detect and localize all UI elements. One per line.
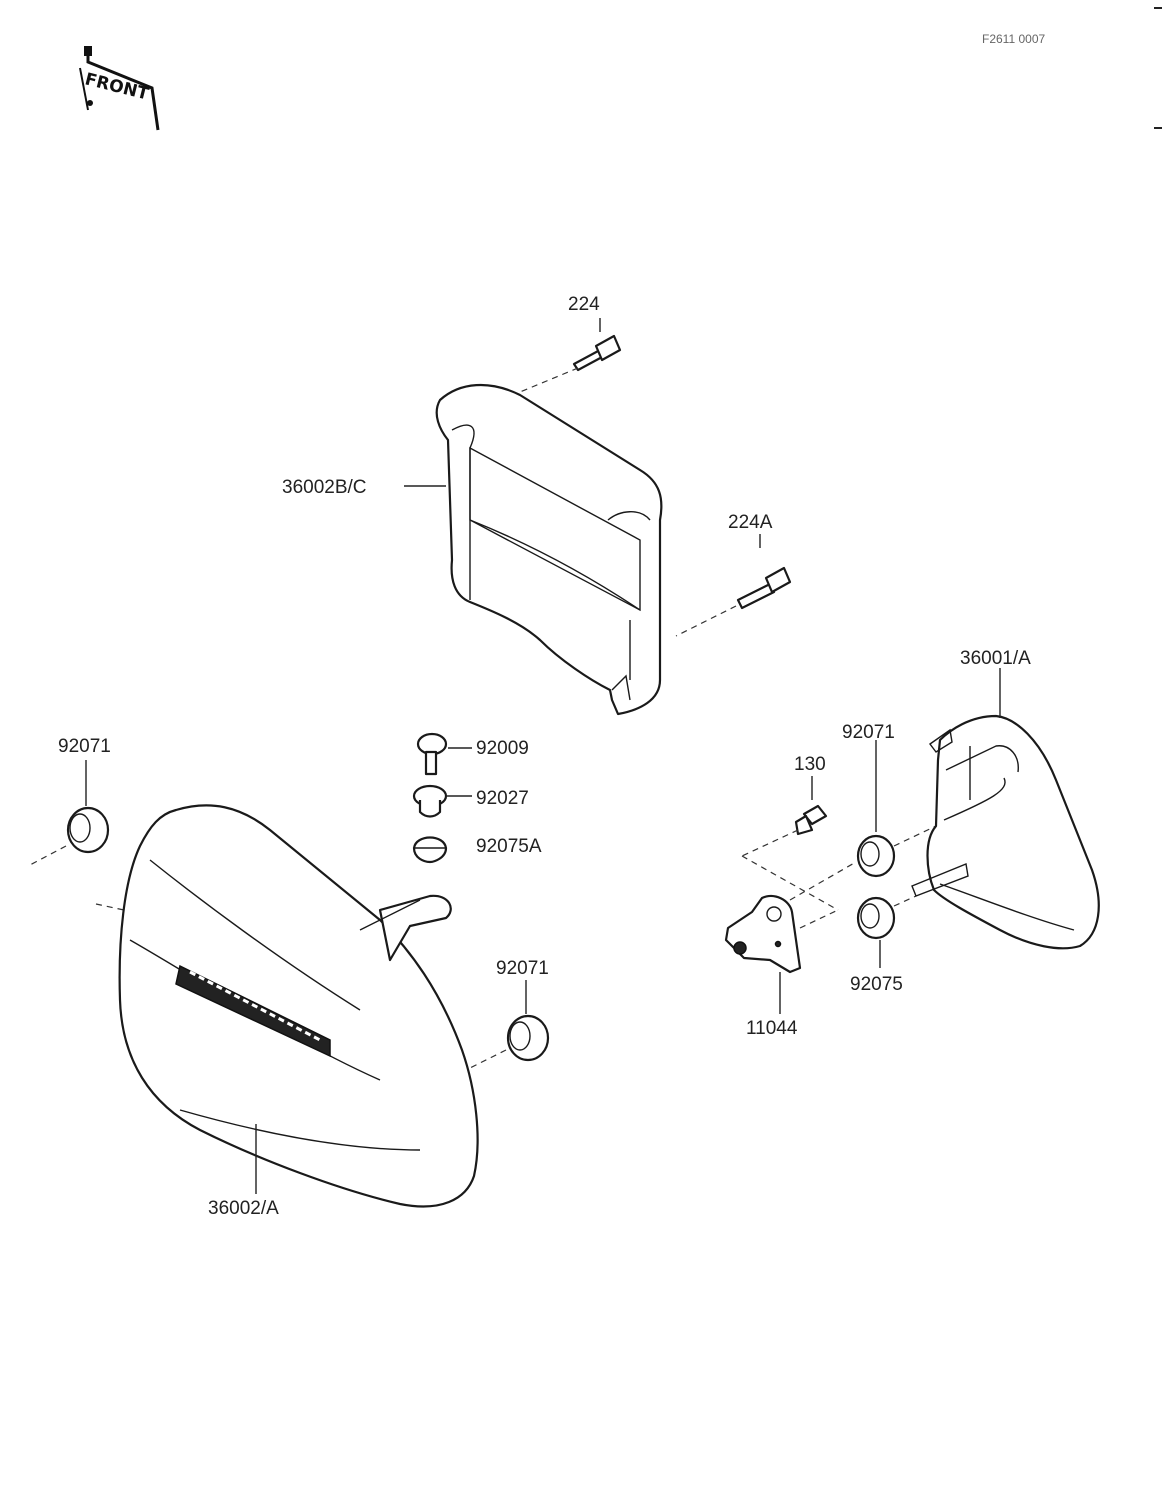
label-92075a: 92075A bbox=[476, 836, 542, 857]
bracket-11044 bbox=[724, 855, 857, 1014]
label-92009: 92009 bbox=[476, 738, 529, 759]
diagram-code: F2611 0007 bbox=[982, 32, 1045, 46]
damper-92075 bbox=[856, 895, 917, 968]
label-92075: 92075 bbox=[850, 974, 903, 995]
bolt-130 bbox=[741, 776, 828, 857]
label-92071-top-left: 92071 bbox=[58, 736, 111, 757]
bolt-224a bbox=[675, 534, 792, 637]
front-indicator: FRONT bbox=[79, 46, 160, 131]
screw-92009 bbox=[416, 732, 472, 776]
label-36002b: 36002B/C bbox=[282, 477, 367, 498]
label-92071-right: 92071 bbox=[842, 722, 895, 743]
collar-92027 bbox=[412, 784, 472, 818]
bolt-224 bbox=[519, 318, 622, 393]
label-92027: 92027 bbox=[476, 788, 529, 809]
label-11044: 11044 bbox=[746, 1018, 798, 1039]
grommet-92071-center bbox=[469, 980, 550, 1069]
grommet-92071-top-left bbox=[27, 760, 125, 911]
label-224: 224 bbox=[568, 294, 600, 315]
grommet-92071-right bbox=[856, 740, 937, 878]
label-224a: 224A bbox=[728, 512, 773, 533]
damper-92075a bbox=[412, 836, 448, 864]
label-36001: 36001/A bbox=[960, 648, 1031, 669]
side-cover-right bbox=[911, 714, 1100, 950]
label-92071-center: 92071 bbox=[496, 958, 549, 979]
side-cover-left bbox=[118, 804, 479, 1208]
battery-holder bbox=[435, 383, 663, 716]
label-36002a: 36002/A bbox=[208, 1198, 279, 1219]
label-130: 130 bbox=[794, 754, 826, 775]
